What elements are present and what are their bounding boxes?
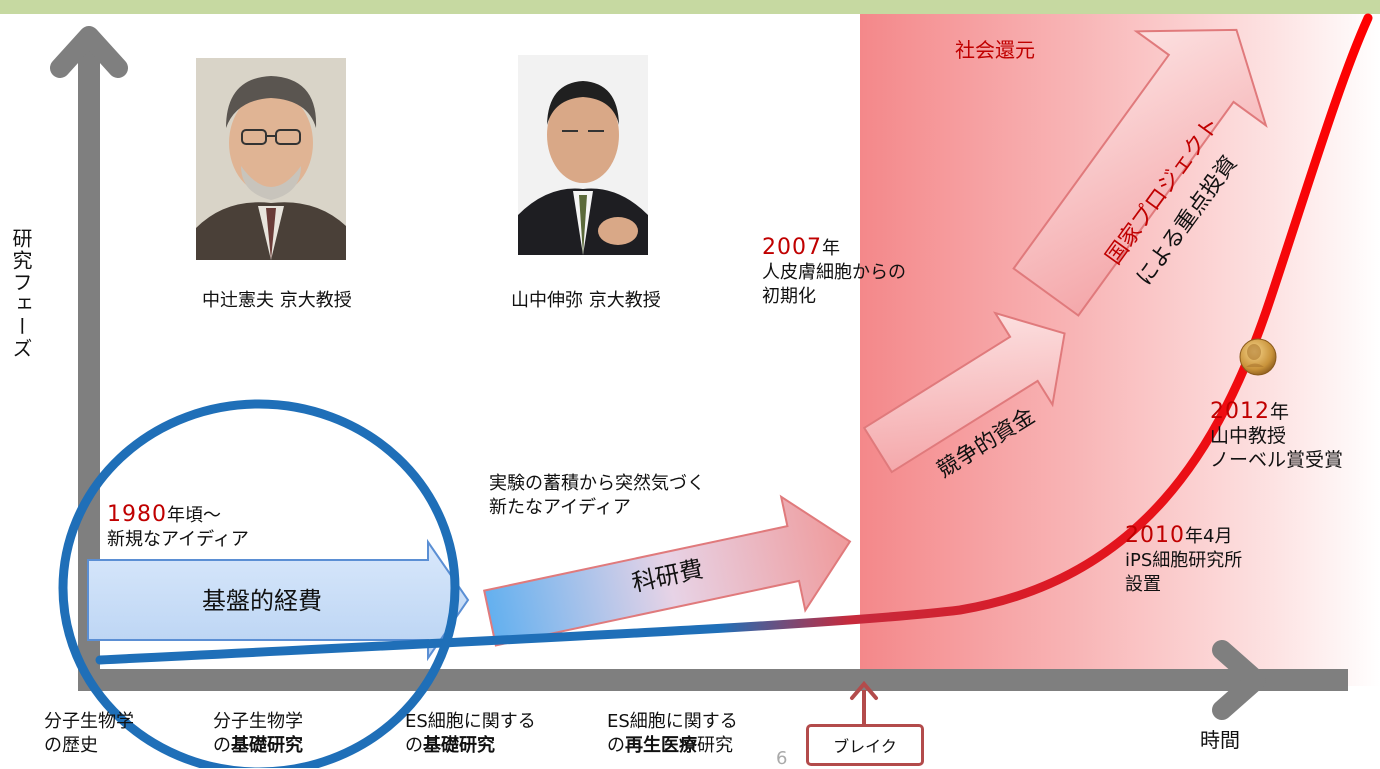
milestone-2010: 2010年4月 iPS細胞研究所 設置 bbox=[1125, 524, 1242, 597]
national-project-arrow bbox=[1012, 28, 1268, 317]
slide-number: 6 bbox=[776, 748, 788, 769]
milestone-2012: 2012年 山中教授 ノーベル賞受賞 bbox=[1210, 400, 1343, 472]
top-bar bbox=[0, 0, 1380, 14]
person-name-yamanaka: 山中伸弥 京大教授 bbox=[511, 290, 661, 311]
y-axis-label: 研究フェーズ bbox=[9, 228, 33, 360]
phase-label-4: ES細胞に関する の再生医療研究 bbox=[607, 710, 738, 758]
phase-label-2-prefix: の bbox=[213, 735, 231, 756]
x-axis bbox=[78, 640, 1348, 720]
idea-note-line1: 実験の蓄積から突然気づく bbox=[489, 473, 705, 494]
x-axis-label: 時間 bbox=[1200, 728, 1240, 752]
phase-label-4-prefix: の bbox=[607, 735, 625, 756]
portrait-yamanaka bbox=[518, 55, 648, 255]
base-funding-label: 基盤的経費 bbox=[202, 587, 322, 615]
phase-label-3-bold: 基礎研究 bbox=[423, 735, 495, 756]
phase-label-3-line1: ES細胞に関する bbox=[405, 711, 536, 732]
milestone-1980-suffix: 年頃～ bbox=[167, 505, 221, 526]
phase-label-1-line2: の歴史 bbox=[44, 735, 98, 756]
focus-circle bbox=[58, 399, 460, 768]
phase-label-2-bold: 基礎研究 bbox=[231, 735, 303, 756]
milestone-2007-suffix: 年 bbox=[822, 238, 840, 259]
milestone-1980-text: 新規なアイディア bbox=[107, 529, 249, 550]
phase-label-2: 分子生物学 の基礎研究 bbox=[213, 710, 303, 758]
milestone-2012-text-2: ノーベル賞受賞 bbox=[1210, 449, 1344, 471]
phase-label-1: 分子生物学 の歴史 bbox=[44, 710, 134, 758]
milestone-2010-year: 2010 bbox=[1125, 523, 1185, 548]
milestone-1980-year: 1980 bbox=[107, 502, 167, 527]
milestone-1980: 1980年頃～ 新規なアイディア bbox=[107, 503, 249, 552]
idea-note-line2: 新たなアイディア bbox=[489, 497, 631, 518]
phase-label-2-line1: 分子生物学 bbox=[213, 711, 303, 732]
milestone-2007-text-2: 初期化 bbox=[762, 286, 816, 307]
break-arrow bbox=[850, 680, 878, 724]
person-name-nakatsuji: 中辻憲夫 京大教授 bbox=[202, 290, 352, 311]
phase-label-4-line1: ES細胞に関する bbox=[607, 711, 738, 732]
milestone-2010-suffix: 年4月 bbox=[1185, 526, 1233, 547]
nobel-medal-icon bbox=[1239, 338, 1277, 376]
milestone-2007-text-1: 人皮膚細胞からの bbox=[762, 262, 906, 283]
milestone-2012-year: 2012 bbox=[1210, 399, 1270, 424]
phase-label-4-bold: 再生医療 bbox=[625, 735, 697, 756]
phase-label-3-prefix: の bbox=[405, 735, 423, 756]
milestone-2012-text-1: 山中教授 bbox=[1210, 425, 1287, 447]
phase-label-3: ES細胞に関する の基礎研究 bbox=[405, 710, 536, 758]
milestone-2007: 2007年 人皮膚細胞からの 初期化 bbox=[762, 236, 906, 309]
social-return-label: 社会還元 bbox=[955, 38, 1035, 62]
competitive-funding-arrow bbox=[862, 311, 1066, 474]
milestone-2010-text-1: iPS細胞研究所 bbox=[1125, 550, 1243, 571]
milestone-2007-year: 2007 bbox=[762, 235, 822, 260]
growth-curve bbox=[95, 13, 1373, 665]
milestone-2012-suffix: 年 bbox=[1270, 401, 1290, 423]
y-axis bbox=[50, 26, 128, 690]
idea-note: 実験の蓄積から突然気づく 新たなアイディア bbox=[489, 472, 705, 520]
milestone-2010-text-2: 設置 bbox=[1125, 574, 1161, 595]
portrait-nakatsuji bbox=[196, 58, 346, 260]
phase-label-1-line1: 分子生物学 bbox=[44, 711, 134, 732]
phase-label-4-suffix: 研究 bbox=[697, 735, 733, 756]
break-box: ブレイク bbox=[806, 724, 924, 766]
